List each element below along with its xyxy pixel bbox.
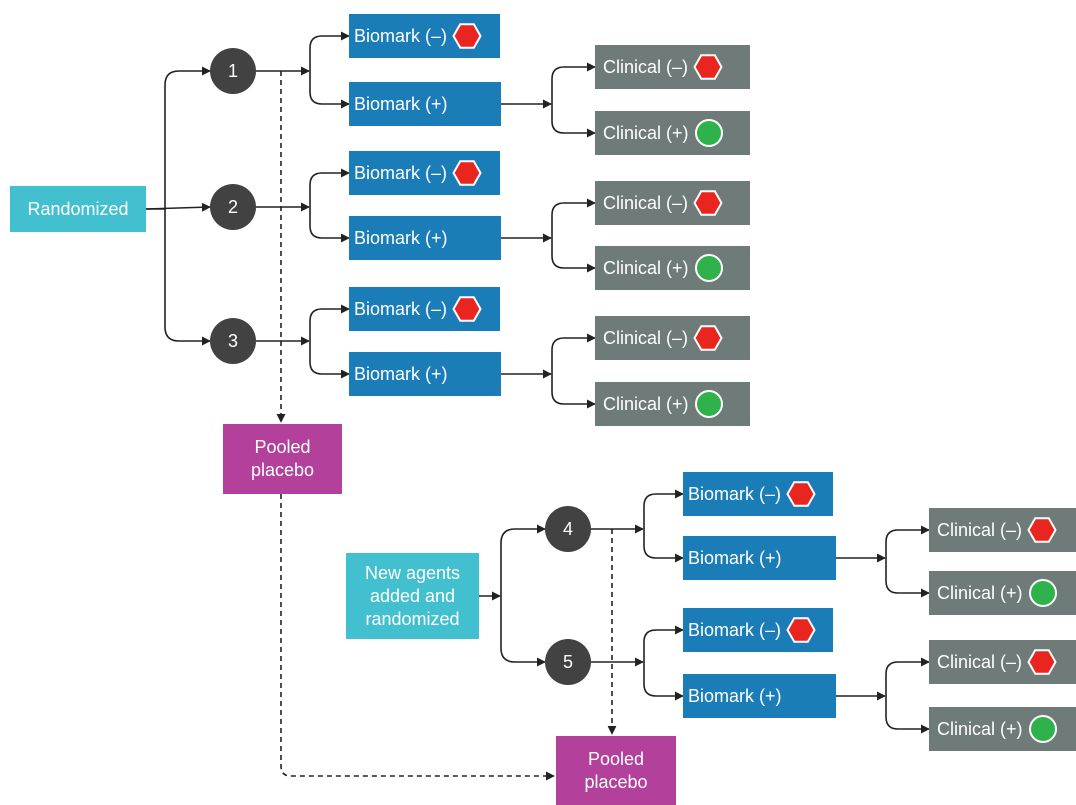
arm-3-clinical-positive: Clinical (+) (595, 382, 750, 426)
upper-placebo-to-lower-placebo (280, 494, 555, 781)
arm-2-clinical-fork-upper-branch (551, 198, 596, 238)
arm-1-circle: 1 (210, 48, 256, 94)
biomark-negative-label: Biomark (–) (354, 298, 448, 319)
arm-5-clinical-fork-lower-branch (885, 696, 930, 734)
green-circle-go-icon (1028, 714, 1058, 744)
red-hexagon-stop-icon (693, 52, 723, 82)
arm-3-biomark-fork-lower-branch (309, 341, 350, 379)
red-hexagon-stop-icon (693, 323, 723, 353)
red-hexagon-stop-icon (693, 188, 723, 218)
arm-5-biomark-fork-lower-branch (643, 662, 684, 701)
arm-3-biomark-fork-upper-branch (309, 304, 350, 341)
arm-4-clinical-fork-lower-branch (885, 558, 930, 598)
arm-2-biomark-fork-upper-branch (309, 168, 350, 207)
new-agents-label: New agents added and randomized (364, 562, 461, 629)
arm-2-clinical-negative: Clinical (–) (595, 181, 750, 225)
arm-5-biomark-negative: Biomark (–) (683, 608, 833, 652)
red-hexagon-stop-icon (786, 479, 816, 509)
arm-3-circle: 3 (210, 318, 256, 364)
arm-3-biomark-negative: Biomark (–) (349, 287, 500, 331)
red-hexagon-stop-icon (452, 294, 482, 324)
red-hexagon-stop-icon (452, 21, 482, 51)
arm-2-biomark-fork-lower-branch (309, 207, 350, 243)
arm-5-clinical-negative: Clinical (–) (929, 640, 1076, 684)
arm-5-circle: 5 (545, 639, 591, 685)
pooled-placebo-lower-label: Pooled placebo (584, 748, 648, 792)
biomark-negative-label: Biomark (–) (688, 619, 782, 640)
pooled-placebo-upper-label: Pooled placebo (250, 437, 315, 480)
new-agents-start-box: New agents added and randomized (346, 553, 479, 639)
arm-number: 5 (562, 651, 573, 672)
arm-4-biomark-fork-upper-branch (643, 489, 684, 529)
arm-4-biomark-negative: Biomark (–) (683, 472, 833, 516)
biomark-negative-label: Biomark (–) (688, 483, 782, 504)
biomark-positive-label: Biomark (+) (354, 363, 448, 384)
biomark-positive-label: Biomark (+) (354, 93, 448, 114)
pooled-placebo-lower: Pooled placebo (556, 736, 676, 805)
arm-1-biomark-fork-lower-branch (309, 71, 350, 109)
green-circle-go-icon (694, 253, 724, 283)
clinical-positive-label: Clinical (+) (937, 718, 1023, 739)
arm-2-clinical-fork-lower-branch (551, 238, 596, 273)
clinical-negative-label: Clinical (–) (603, 56, 689, 77)
red-hexagon-stop-icon (452, 158, 482, 188)
arm-number: 2 (227, 196, 238, 217)
arm-5-biomark-fork-upper-branch (643, 625, 684, 662)
green-circle-go-icon (694, 118, 724, 148)
green-circle-go-icon (694, 389, 724, 419)
randomized-to-arm-3 (164, 209, 211, 346)
red-hexagon-stop-icon (1027, 515, 1057, 545)
biomark-positive-label: Biomark (+) (688, 685, 782, 706)
arm-4-clinical-negative: Clinical (–) (929, 508, 1076, 552)
clinical-positive-label: Clinical (+) (603, 393, 689, 414)
new-agents-to-arm-4 (500, 524, 546, 596)
arm-1-biomark-fork-upper-branch (309, 31, 350, 71)
arm-1-biomark-negative: Biomark (–) (349, 14, 500, 58)
arm-1-clinical-fork-upper-branch (551, 62, 596, 104)
arm-2-clinical-positive: Clinical (+) (595, 246, 750, 290)
arm-number: 4 (562, 518, 573, 539)
arm-3-clinical-fork-upper-branch (551, 333, 596, 374)
clinical-positive-label: Clinical (+) (937, 582, 1023, 603)
arm-4-biomark-positive: Biomark (+) (683, 536, 836, 580)
arm-4-clinical-fork-upper-branch (885, 525, 930, 558)
biomark-positive-label: Biomark (+) (688, 547, 782, 568)
biomark-negative-label: Biomark (–) (354, 25, 448, 46)
arm-1-clinical-negative: Clinical (–) (595, 45, 750, 89)
arm-1-clinical-positive: Clinical (+) (595, 111, 750, 155)
arm-3-clinical-fork-lower-branch (551, 374, 596, 409)
arm-2-biomark-negative: Biomark (–) (349, 151, 500, 195)
clinical-negative-label: Clinical (–) (603, 192, 689, 213)
red-hexagon-stop-icon (1027, 647, 1057, 677)
arm-4-circle: 4 (545, 506, 591, 552)
arm-number: 3 (227, 330, 238, 351)
new-agents-to-arm-5 (500, 596, 546, 667)
randomized-label: Randomized (27, 198, 129, 219)
green-circle-go-icon (1028, 578, 1058, 608)
arm-4-clinical-positive: Clinical (+) (929, 571, 1076, 615)
arm-2-biomark-positive: Biomark (+) (349, 216, 501, 260)
arm-5-biomark-positive: Biomark (+) (683, 674, 836, 718)
arm-number: 1 (227, 60, 238, 81)
clinical-positive-label: Clinical (+) (603, 257, 689, 278)
arm-4-biomark-fork-lower-branch (643, 529, 684, 563)
clinical-negative-label: Clinical (–) (937, 519, 1023, 540)
arm-5-clinical-fork-upper-branch (885, 657, 930, 696)
clinical-negative-label: Clinical (–) (937, 651, 1023, 672)
arm-3-clinical-negative: Clinical (–) (595, 316, 750, 360)
pooled-placebo-upper: Pooled placebo (223, 424, 342, 494)
clinical-positive-label: Clinical (+) (603, 122, 689, 143)
arm-3-biomark-positive: Biomark (+) (349, 352, 501, 396)
clinical-negative-label: Clinical (–) (603, 327, 689, 348)
randomized-to-arm-1 (146, 66, 211, 210)
arm-5-clinical-positive: Clinical (+) (929, 707, 1076, 751)
arm-1-biomark-positive: Biomark (+) (349, 82, 501, 126)
arm-2-circle: 2 (210, 184, 256, 230)
red-hexagon-stop-icon (786, 615, 816, 645)
biomark-positive-label: Biomark (+) (354, 227, 448, 248)
biomark-negative-label: Biomark (–) (354, 162, 448, 183)
arm-1-clinical-fork-lower-branch (551, 104, 596, 138)
randomized-start-box: Randomized (10, 186, 146, 232)
